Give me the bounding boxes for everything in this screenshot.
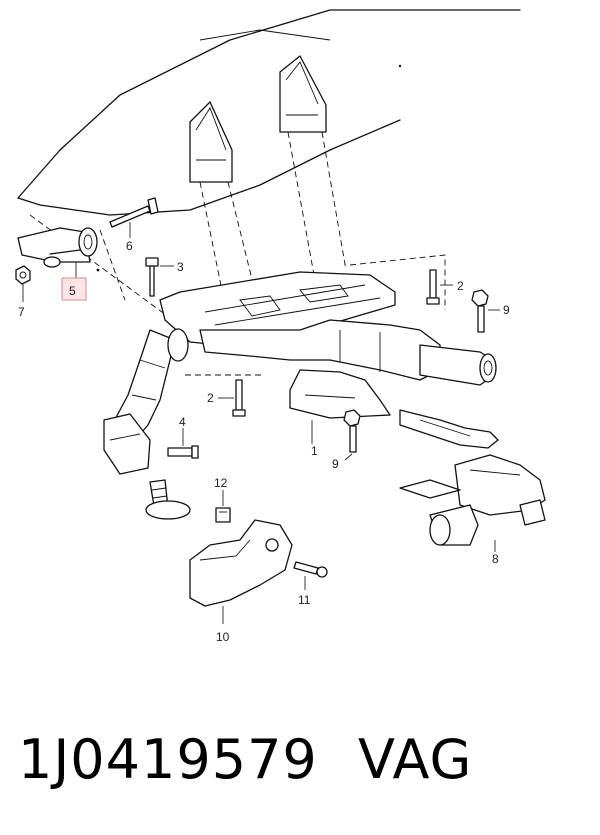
part-2-bolt-upper <box>426 269 453 305</box>
part-1-steering-column-housing <box>159 271 441 444</box>
part-11-screw <box>293 561 328 590</box>
marker-dot <box>96 268 100 272</box>
callout-3: 3 <box>177 260 184 274</box>
brand-name: VAG <box>358 728 473 791</box>
part-3-bolt <box>145 257 174 297</box>
callout-labels: 5 1 2 2 3 4 6 7 8 9 9 10 11 12 <box>18 239 510 644</box>
callout-7: 7 <box>18 305 25 319</box>
callout-10: 10 <box>216 630 230 644</box>
part-number: 1J0419579 <box>18 728 318 791</box>
part-8-ignition-lock-housing <box>399 454 546 552</box>
footer-caption: 1J0419579 VAG <box>18 728 588 808</box>
callout-12: 12 <box>214 476 228 490</box>
callout-6: 6 <box>126 239 133 253</box>
callout-5-highlight <box>61 277 87 301</box>
dash-mount-bracket-left <box>189 101 233 183</box>
part-10-trim-panel <box>189 519 293 624</box>
callout-9-lower: 9 <box>332 457 339 471</box>
steering-column-exploded-diagram: 5 1 2 2 3 4 6 7 8 9 9 10 11 12 <box>15 9 546 644</box>
part-4-bolt <box>167 428 199 459</box>
callout-2-upper: 2 <box>457 279 464 293</box>
dash-mount-bracket-right <box>279 55 327 133</box>
part-12-clip <box>215 490 231 523</box>
lower-splined-shaft <box>145 479 191 520</box>
callout-2-lower: 2 <box>207 391 214 405</box>
part-9-bolt-lower <box>343 409 361 461</box>
intermediate-shaft <box>103 328 189 475</box>
part-7-nut <box>15 265 31 302</box>
adjustment-lever <box>399 409 499 449</box>
marker-dot <box>398 64 402 68</box>
part-6-bolt <box>109 197 159 238</box>
callout-11: 11 <box>298 593 311 607</box>
callout-9-upper: 9 <box>503 303 510 317</box>
part-5-bush-assembly <box>17 227 98 278</box>
dashboard-panel <box>17 9 521 216</box>
callout-5: 5 <box>69 284 76 298</box>
callout-1: 1 <box>311 444 318 458</box>
part-2-bolt-lower <box>218 379 246 417</box>
part-9-bolt-upper <box>471 289 500 333</box>
column-upper-tube <box>419 344 497 386</box>
callout-4: 4 <box>179 415 186 429</box>
callout-8: 8 <box>492 552 499 566</box>
